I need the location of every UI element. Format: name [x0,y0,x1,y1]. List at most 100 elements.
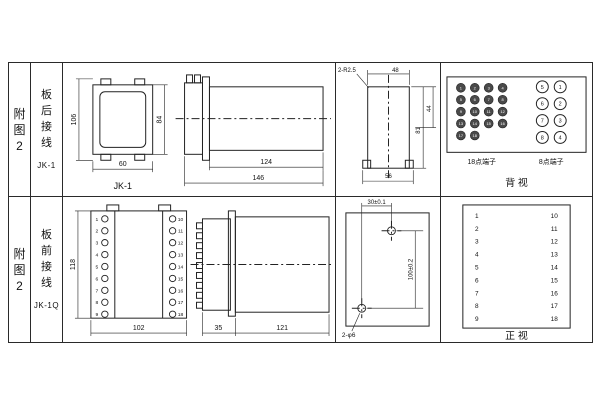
dim-side-front-depth: 35 [215,325,223,332]
row1-cutout-cell: 48 2-R2.5 81 44 56 [336,63,441,197]
terminal-number: 12 [500,109,504,114]
terminal-number: 10 [178,217,184,223]
dim-side-body-depth: 124 [260,159,272,166]
row1-fig-label-cell: 附 图 2 [9,63,31,197]
terminal-number: 18 [551,316,559,323]
fig-char: 附 [13,106,26,121]
terminal-number: 4 [95,253,98,259]
back-view-caption: 背 视 [505,176,528,189]
terminal-number: 3 [559,119,562,125]
terminal-number: 11 [487,109,492,114]
panel-drilling-drawing: 30±0.1 100±0.2 2-φ6 [342,200,430,339]
row1-views-cell: 106 84 60 JK-1 [63,63,336,197]
dimension-table: 附 图 2 板 后 接 线 JK-1 [8,62,593,343]
terminal-number: 17 [459,133,463,138]
panel-cutout-drawing: 48 2-R2.5 81 44 56 [338,68,437,185]
wiring-char: 接 [41,120,52,133]
terminal-front-numbers: 1 2 3 4 5 6 7 8 9 10 11 12 13 14 15 16 1 [475,213,558,323]
front-wiring-label: 板 前 接 线 [41,229,52,289]
terminal-number: 6 [475,277,479,284]
dim-front-height: 118 [70,259,77,270]
terminal-8-label: 8点端子 [539,157,564,166]
terminal-number: 14 [178,265,184,271]
jk1-front-view [92,78,154,161]
terminal-front-view-drawing: 1 2 3 4 5 6 7 8 9 10 11 12 13 14 15 16 1 [462,204,571,342]
terminal-number: 2 [559,102,562,108]
jk1q-front-dims: 118 102 [70,210,187,337]
terminal-number: 15 [551,277,559,284]
terminal-back-labels: 18点端子 8点端子 背 视 [467,157,563,189]
terminal-number: 1 [475,213,479,220]
terminal-number: 1 [559,85,562,91]
terminal-points-8: 5 1 6 2 7 3 8 4 [535,80,567,144]
panel-cutout-dims: 48 2-R2.5 81 44 56 [338,68,437,185]
front-view-caption: JK-1 [114,181,132,191]
terminal-number: 15 [486,121,491,126]
row2-fig-label-cell: 附 图 2 [9,197,31,343]
row2-wiring-label-cell: 板 前 接 线 JK-1Q [31,197,63,343]
terminal-box-outline [446,76,587,153]
jk1-front-dims: 106 84 60 JK-1 [71,78,168,191]
terminal-number: 2 [474,85,476,90]
terminal-number: 2 [475,226,479,233]
terminal-number: 8 [501,97,504,102]
row1-terminal-cell: 1 2 3 4 5 6 7 8 9 10 11 12 13 14 15 16 1 [441,63,593,197]
jk1q-front-terminals: 1 2 3 4 5 6 7 8 9 10 11 12 13 14 15 16 1 [95,215,184,318]
dim-front-width: 102 [133,325,145,332]
dim-cutout-bottom-width: 56 [385,174,392,180]
terminal-number: 3 [95,241,98,247]
wiring-char: 接 [41,260,52,273]
fig-char: 附 [13,246,26,261]
fig-char: 图 [13,262,26,277]
terminal-number: 7 [488,97,490,102]
terminal-number: 8 [475,303,479,310]
wiring-char: 后 [41,104,52,117]
terminal-number: 5 [95,265,98,271]
terminal-number: 13 [178,253,184,259]
terminal-number: 16 [500,121,505,126]
dim-front-height-body: 84 [157,116,164,124]
terminal-number: 12 [178,241,184,247]
wiring-char: 前 [41,244,52,257]
row2-terminal-cell: 1 2 3 4 5 6 7 8 9 10 11 12 13 14 15 16 1 [441,197,593,343]
terminal-number: 7 [95,288,98,294]
terminal-number: 7 [475,290,479,297]
jk1-side-dims: 124 146 [184,152,324,187]
terminal-number: 6 [474,97,477,102]
terminal-number: 17 [178,300,184,306]
terminal-number: 9 [95,312,98,318]
dim-side-body-depth: 121 [276,325,288,332]
dim-cutout-height: 81 [416,126,422,133]
drill-dims: 30±0.1 100±0.2 2-φ6 [342,200,424,339]
wiring-char: 线 [41,276,52,289]
terminal-number: 13 [551,252,559,259]
terminal-number: 3 [475,239,479,246]
dim-front-width: 60 [119,161,127,168]
terminal-number: 14 [473,121,478,126]
front-view-caption: 正 视 [505,329,528,342]
fig-label: 附 图 2 [13,248,25,292]
dim-side-total-depth: 146 [252,175,264,182]
dim-hole-offset-x: 30±0.1 [368,200,387,206]
fig-label: 附 图 2 [13,108,25,152]
terminal-number: 8 [541,135,544,141]
front-wiring-views-drawing: 1 2 3 4 5 6 7 8 9 10 11 12 13 14 15 16 1 [70,204,334,337]
terminal-number: 14 [551,265,559,272]
model-label: JK-1 [37,160,56,170]
fig-char: 图 [13,122,26,137]
rear-wiring-views-drawing: 106 84 60 JK-1 [71,74,332,191]
terminal-number: 9 [475,316,479,323]
terminal-number: 12 [551,239,559,246]
wiring-char: 板 [41,88,52,101]
terminal-number: 16 [551,290,559,297]
terminal-number: 9 [460,109,463,114]
terminal-number: 6 [95,276,98,282]
rear-wiring-label: 板 后 接 线 [41,88,52,149]
jk1q-side-view [190,210,334,317]
terminal-number: 18 [473,133,478,138]
fig-char: 2 [16,278,23,293]
terminal-number: 1 [460,85,463,90]
terminal-number: 2 [95,229,98,235]
row1-wiring-label-cell: 板 后 接 线 JK-1 [31,63,63,197]
